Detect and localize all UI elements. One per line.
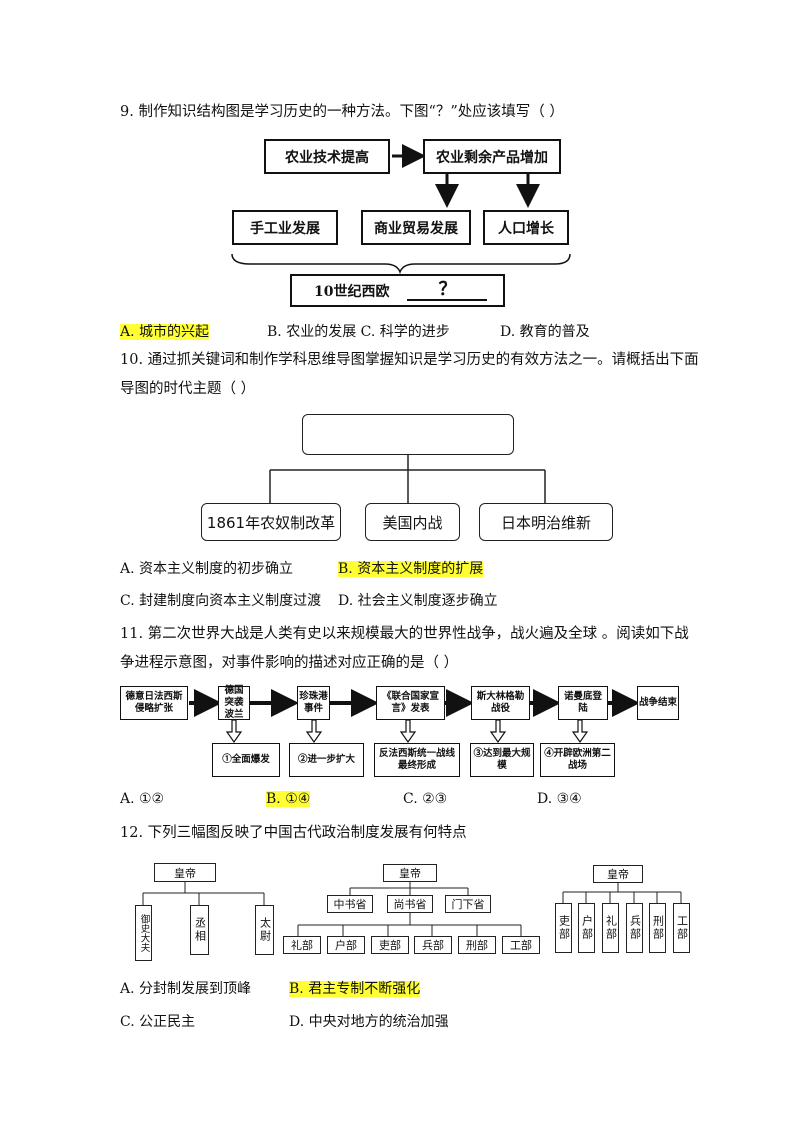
q9-question-blank: ？ xyxy=(407,280,488,301)
q11-event-end: 战争结束 xyxy=(637,686,679,720)
q12-d3-works: 工部 xyxy=(673,903,690,953)
q10-option-c[interactable]: C. 封建制度向资本主义制度过渡 xyxy=(120,593,322,609)
q12-d2-war: 兵部 xyxy=(414,936,452,954)
q9-option-a-label: A. 城市的兴起 xyxy=(120,324,210,340)
q12-d3-revenue: 户部 xyxy=(578,903,595,953)
q11-option-b[interactable]: B. ①④ xyxy=(266,789,311,809)
q11-stem-line2: 争进程示意图，对事件影响的描述对应正确的是（ ） xyxy=(120,655,459,671)
q9-box-western-europe: 10世纪西欧 ？ xyxy=(290,274,505,307)
q12-option-b[interactable]: B. 君主专制不断强化 xyxy=(289,979,421,999)
q9-stem: 9. 制作知识结构图是学习历史的一种方法。下图“？”处应该填写（ ） xyxy=(120,104,564,120)
q10-option-a[interactable]: A. 资本主义制度的初步确立 xyxy=(120,561,294,577)
q12-option-c[interactable]: C. 公正民主 xyxy=(120,1014,196,1030)
q11-event-stalingrad: 斯大林格勒战役 xyxy=(471,686,530,720)
q11-effect-4: ④开辟欧洲第二战场 xyxy=(540,743,615,777)
q10-option-b-label: B. 资本主义制度的扩展 xyxy=(338,561,484,577)
q12-d2-personnel: 吏部 xyxy=(371,936,409,954)
q11-stem-line1: 11. 第二次世界大战是人类有史以来规模最大的世界性战争，战火遍及全球 。阅读如… xyxy=(120,626,689,642)
q12-d2-menxia: 门下省 xyxy=(445,895,491,913)
q11-option-c[interactable]: C. ②③ xyxy=(403,791,448,807)
q12-option-d[interactable]: D. 中央对地方的统治加强 xyxy=(289,1014,449,1030)
q10-option-b[interactable]: B. 资本主义制度的扩展 xyxy=(338,559,484,579)
q12-d3-rites: 礼部 xyxy=(602,903,619,953)
q9-option-d[interactable]: D. 教育的普及 xyxy=(500,324,590,340)
q11-event-un-declaration: 《联合国家宣言》发表 xyxy=(376,686,445,720)
q11-event-pearl-harbor: 珍珠港事件 xyxy=(297,686,330,720)
q11-option-b-label: B. ①④ xyxy=(266,791,311,807)
q9-box-agri-surplus: 农业剩余产品增加 xyxy=(423,139,561,174)
q9-option-a[interactable]: A. 城市的兴起 xyxy=(120,322,210,342)
q10-stem-line1: 10. 通过抓关键词和制作学科思维导图掌握知识是学习历史的有效方法之一。请概括出… xyxy=(120,352,699,368)
q12-d2-shangshu: 尚书省 xyxy=(387,895,433,913)
q10-box-serf-reform: 1861年农奴制改革 xyxy=(201,503,341,541)
q10-box-civil-war: 美国内战 xyxy=(365,503,460,541)
q12-d1-emperor: 皇帝 xyxy=(154,863,216,882)
q9-box-label: 10世纪西欧 xyxy=(314,283,390,300)
q12-d3-justice: 刑部 xyxy=(649,903,666,953)
q12-d3-emperor: 皇帝 xyxy=(593,865,643,883)
q9-option-bc[interactable]: B. 农业的发展 C. 科学的进步 xyxy=(267,324,450,340)
q12-d2-rites: 礼部 xyxy=(283,936,321,954)
q12-d2-works: 工部 xyxy=(502,936,540,954)
q10-box-meiji: 日本明治维新 xyxy=(479,503,613,541)
q12-d2-emperor: 皇帝 xyxy=(383,864,437,882)
q11-effect-united-front: 反法西斯统一战线最终形成 xyxy=(374,743,460,777)
q10-stem-line2: 导图的时代主题（ ） xyxy=(120,381,256,397)
q11-option-d[interactable]: D. ③④ xyxy=(537,791,582,807)
q9-box-handicraft: 手工业发展 xyxy=(232,210,338,245)
q12-d1-grand-commandant: 太尉 xyxy=(255,905,274,955)
q12-option-a[interactable]: A. 分封制发展到顶峰 xyxy=(120,981,252,997)
q12-d2-zhongshu: 中书省 xyxy=(327,895,373,913)
q12-d1-censor: 御史大夫 xyxy=(135,905,152,961)
q12-stem: 12. 下列三幅图反映了中国古代政治制度发展有何特点 xyxy=(120,825,467,841)
q9-box-agri-tech: 农业技术提高 xyxy=(264,139,390,174)
q10-option-d[interactable]: D. 社会主义制度逐步确立 xyxy=(338,593,498,609)
q12-d1-chancellor: 丞相 xyxy=(190,905,209,955)
q9-box-trade: 商业贸易发展 xyxy=(361,210,471,245)
q12-option-b-label: B. 君主专制不断强化 xyxy=(289,981,421,997)
q11-effect-2: ②进一步扩大 xyxy=(289,743,364,777)
q9-box-population: 人口增长 xyxy=(483,210,569,245)
q12-d3-personnel: 吏部 xyxy=(555,903,572,953)
q11-effect-1: ①全面爆发 xyxy=(212,743,280,777)
q11-effect-3: ③达到最大规模 xyxy=(470,743,534,777)
q12-d2-revenue: 户部 xyxy=(327,936,365,954)
q11-event-aggression: 德意日法西斯侵略扩张 xyxy=(120,686,188,720)
q10-theme-box xyxy=(302,414,514,455)
q11-event-poland: 德国突袭波兰 xyxy=(218,685,250,720)
q11-event-normandy: 诺曼底登陆 xyxy=(558,686,608,720)
q12-d3-war: 兵部 xyxy=(626,903,643,953)
q11-option-a[interactable]: A. ①② xyxy=(120,791,165,807)
q12-d2-justice: 刑部 xyxy=(458,936,496,954)
